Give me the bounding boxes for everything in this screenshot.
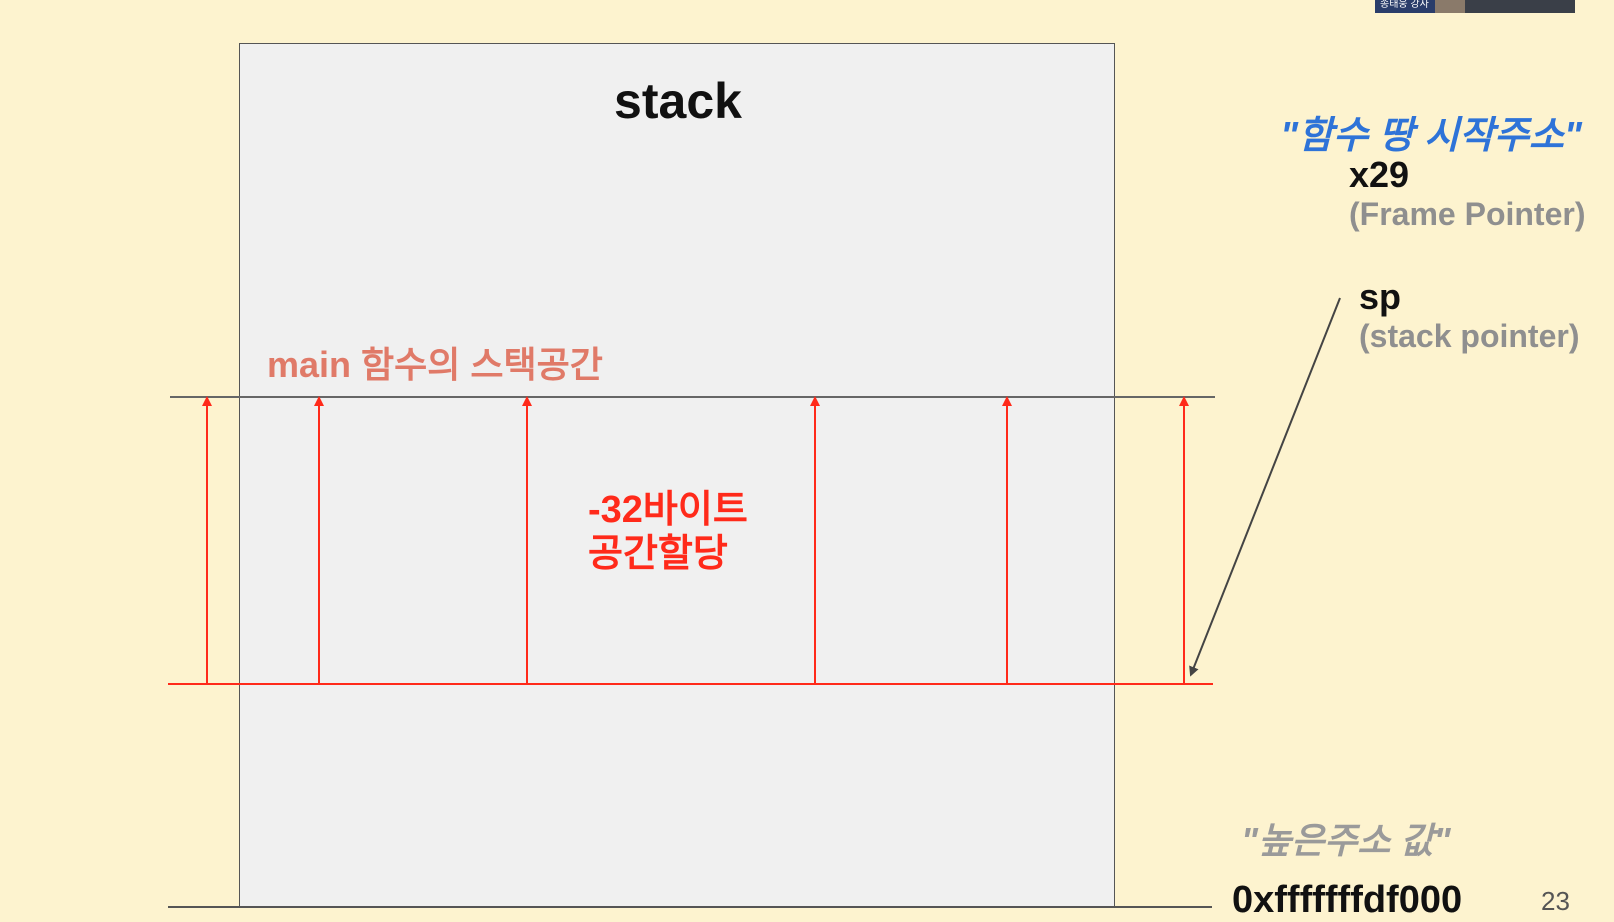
page-number: 23 <box>1541 886 1570 916</box>
high-address-quote: "높은주소 값" <box>1241 820 1451 861</box>
webcam-label: 송태웅 강사 <box>1380 0 1429 10</box>
stack-pointer-description: (stack pointer) <box>1359 318 1580 354</box>
main-stack-label: main 함수의 스택공간 <box>267 344 603 385</box>
frame-pointer-quote: "함수 땅 시작주소" <box>1280 115 1582 157</box>
stack-title: stack <box>614 73 742 129</box>
stack-region: stack <box>239 43 1115 907</box>
high-address-value: 0xfffffffdf000 <box>1232 879 1463 921</box>
frame-pointer-description: (Frame Pointer) <box>1349 196 1586 232</box>
frame-pointer-register: x29 <box>1349 154 1410 195</box>
allocation-label-line1: -32바이트 <box>588 489 748 531</box>
allocation-label-line2: 공간할당 <box>588 533 728 575</box>
webcam-thumbnail: 송태웅 강사 <box>1375 0 1575 13</box>
allocation-label: -32바이트 공간할당 <box>588 488 748 576</box>
sp-pointer-arrow <box>1189 297 1341 677</box>
stack-pointer-register: sp <box>1359 276 1402 317</box>
